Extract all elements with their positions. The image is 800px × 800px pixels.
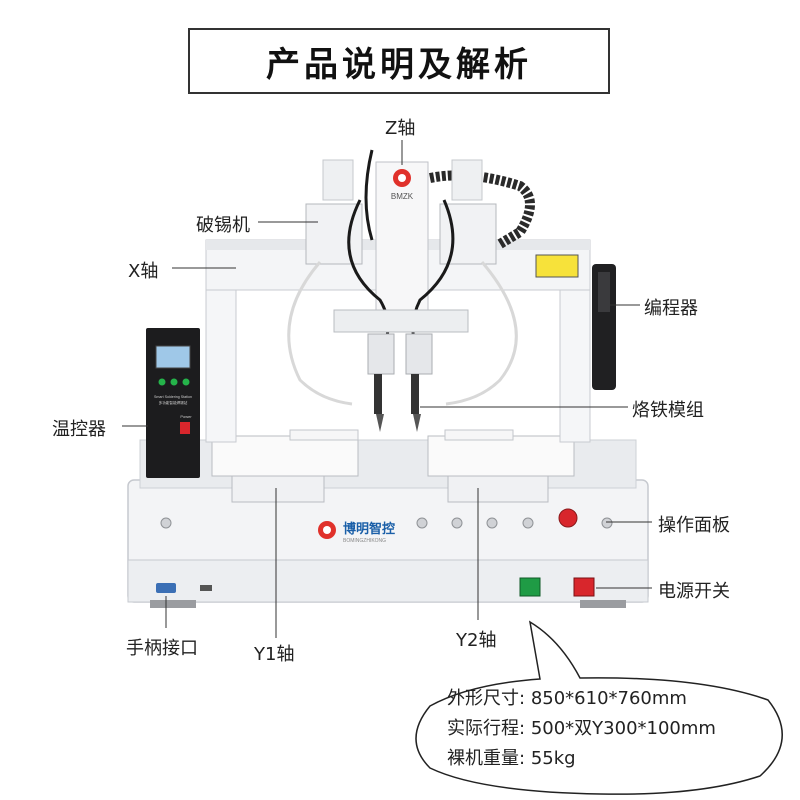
iron-wire-left <box>287 261 353 406</box>
y2-table <box>427 435 575 477</box>
controller-power-text: Power <box>180 414 192 419</box>
spec-row: 实际行程: 500*双Y300*100mm <box>447 714 716 744</box>
green-power-switch <box>519 577 541 597</box>
panel-button <box>486 517 498 529</box>
spec-value: 55kg <box>530 748 576 769</box>
spec-row: 裸机重量: 55kg <box>447 744 716 774</box>
spec-value: 500*双Y300*100mm <box>530 718 716 739</box>
y1-table <box>211 435 359 477</box>
label-y2-axis: Y2轴 <box>456 630 497 651</box>
usb-port <box>200 585 212 591</box>
label-z-axis: Z轴 <box>385 118 416 139</box>
spec-value: 850*610*760mm <box>530 688 687 709</box>
label-handle-port: 手柄接口 <box>126 638 198 659</box>
spec-key: 外形尺寸: <box>447 688 526 709</box>
cable-chain <box>429 170 535 249</box>
red-power-switch <box>573 577 595 597</box>
spec-row: 外形尺寸: 850*610*760mm <box>447 684 716 714</box>
label-solder-breaker: 破锡机 <box>196 215 250 236</box>
foot-right <box>580 600 626 608</box>
foot-left <box>150 600 196 608</box>
spec-list: 外形尺寸: 850*610*760mm 实际行程: 500*双Y300*100m… <box>447 684 716 774</box>
warning-label <box>535 254 579 278</box>
label-y1-axis: Y1轴 <box>254 644 295 665</box>
z-badge-text: BMZK <box>391 192 414 201</box>
label-programmer: 编程器 <box>644 298 698 319</box>
controller-text-2: 多功能智能焊锡站 <box>159 400 188 405</box>
label-x-axis: X轴 <box>128 261 159 282</box>
label-operation-panel: 操作面板 <box>658 515 730 536</box>
controller-text-1: Smart Soldering Station <box>154 395 192 399</box>
panel-button <box>160 517 172 529</box>
iron-holder-left <box>367 333 395 375</box>
label-iron-module: 烙铁模组 <box>632 400 704 421</box>
iron-wire-right <box>445 261 518 406</box>
controller-power-switch <box>180 422 190 434</box>
brand-name: 博明智控 <box>343 521 395 537</box>
label-power-switch: 电源开关 <box>658 581 730 602</box>
panel-button <box>416 517 428 529</box>
page-title: 产品说明及解析 <box>266 44 532 85</box>
title-box: 产品说明及解析 <box>188 28 610 94</box>
handle-port-connector <box>156 583 176 593</box>
panel-button <box>601 517 613 529</box>
brand-pinyin: BOMINGZHIKONG <box>343 538 386 544</box>
panel-button <box>451 517 463 529</box>
emergency-stop-button <box>558 508 578 528</box>
spec-bubble <box>415 620 783 795</box>
spec-key: 裸机重量: <box>447 748 526 769</box>
iron-tip-left <box>374 374 382 414</box>
operation-buttons <box>160 508 613 529</box>
label-temp-controller: 温控器 <box>52 419 106 440</box>
iron-tip-right <box>411 374 419 414</box>
panel-button <box>522 517 534 529</box>
spec-key: 实际行程: <box>447 718 526 739</box>
iron-holder-right <box>405 333 433 375</box>
temp-display <box>155 345 191 369</box>
